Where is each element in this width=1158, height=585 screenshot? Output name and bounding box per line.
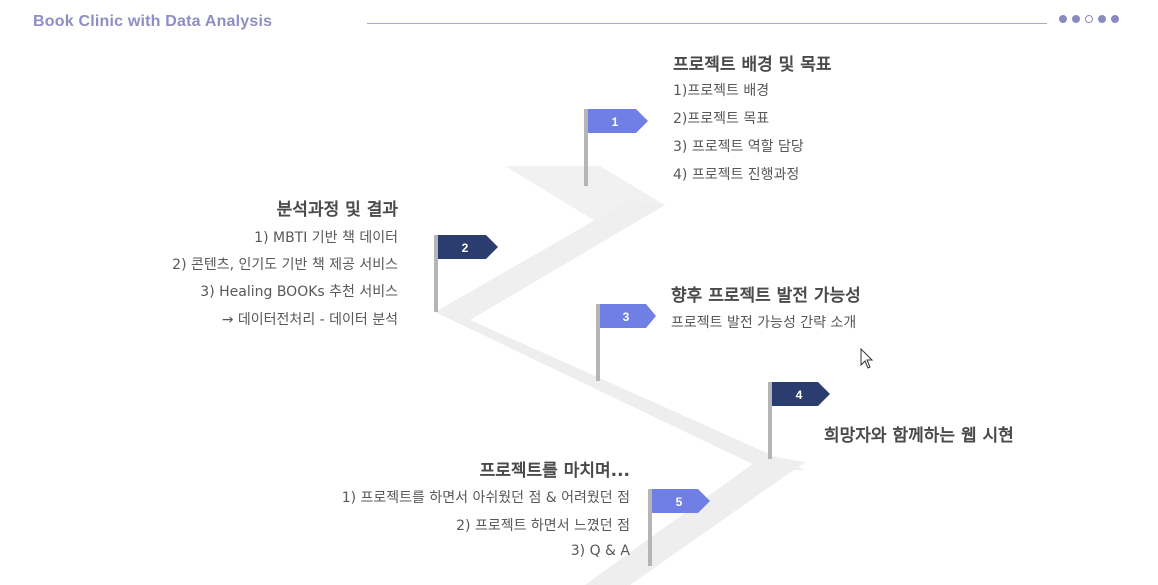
flag-banner [772, 382, 830, 406]
section-3-title: 향후 프로젝트 발전 가능성 [671, 286, 861, 306]
section-5-item: 3) Q & A [570, 543, 630, 559]
flag-pole [648, 489, 652, 566]
road-segment [435, 200, 665, 320]
flag-number: 4 [796, 388, 803, 402]
mouse-pointer-icon [860, 348, 874, 369]
flag-pole [596, 304, 600, 381]
section-3-item: 프로젝트 발전 가능성 간략 소개 [671, 315, 857, 331]
section-1-title: 프로젝트 배경 및 목표 [673, 55, 832, 75]
flag-number: 2 [462, 241, 469, 255]
pager-dot-current[interactable] [1085, 15, 1093, 23]
pager-dot[interactable] [1098, 15, 1106, 23]
flag-1[interactable]: 1 [584, 109, 648, 186]
section-1-item: 4) 프로젝트 진행과정 [673, 167, 800, 183]
pager-dot[interactable] [1059, 15, 1067, 23]
flag-banner [588, 109, 648, 133]
section-2-item: 3) Healing BOOKs 추천 서비스 [200, 284, 398, 300]
section-1-item: 3) 프로젝트 역할 담당 [673, 139, 804, 155]
pager-dot[interactable] [1072, 15, 1080, 23]
road-segment [435, 312, 805, 470]
flag-number: 1 [612, 115, 619, 129]
section-2-title: 분석과정 및 결과 [276, 200, 398, 220]
flag-pole [434, 235, 438, 312]
road-segment [585, 455, 805, 585]
flag-banner [438, 235, 498, 259]
flag-2[interactable]: 2 [434, 235, 498, 312]
section-1-item: 2)프로젝트 목표 [673, 111, 770, 127]
brand-title: Book Clinic with Data Analysis [33, 13, 273, 30]
flag-number: 5 [676, 495, 683, 509]
section-2-item: 2) 콘텐츠, 인기도 기반 책 제공 서비스 [172, 257, 398, 273]
pager-dot[interactable] [1111, 15, 1119, 23]
section-2-item: 1) MBTI 기반 책 데이터 [254, 230, 398, 246]
section-5-item: 1) 프로젝트를 하면서 아쉬웠던 점 & 어려웠던 점 [341, 490, 630, 506]
slide-pager[interactable] [1059, 15, 1119, 23]
section-5-title: 프로젝트를 마치며... [479, 461, 630, 481]
section-5-item: 2) 프로젝트 하면서 느꼈던 점 [456, 518, 630, 534]
flag-pole [768, 382, 772, 459]
flag-3[interactable]: 3 [596, 304, 656, 381]
flag-5[interactable]: 5 [648, 489, 710, 566]
flag-banner [652, 489, 710, 513]
flag-4[interactable]: 4 [768, 382, 830, 459]
flag-pole [584, 109, 588, 186]
flag-number: 3 [623, 310, 630, 324]
header-divider [367, 23, 1047, 24]
section-1-item: 1)프로젝트 배경 [673, 83, 770, 99]
section-4-title: 희망자와 함께하는 웹 시현 [824, 426, 1014, 446]
flag-banner [600, 304, 656, 328]
section-2-item: → 데이터전처리 - 데이터 분석 [221, 312, 398, 328]
